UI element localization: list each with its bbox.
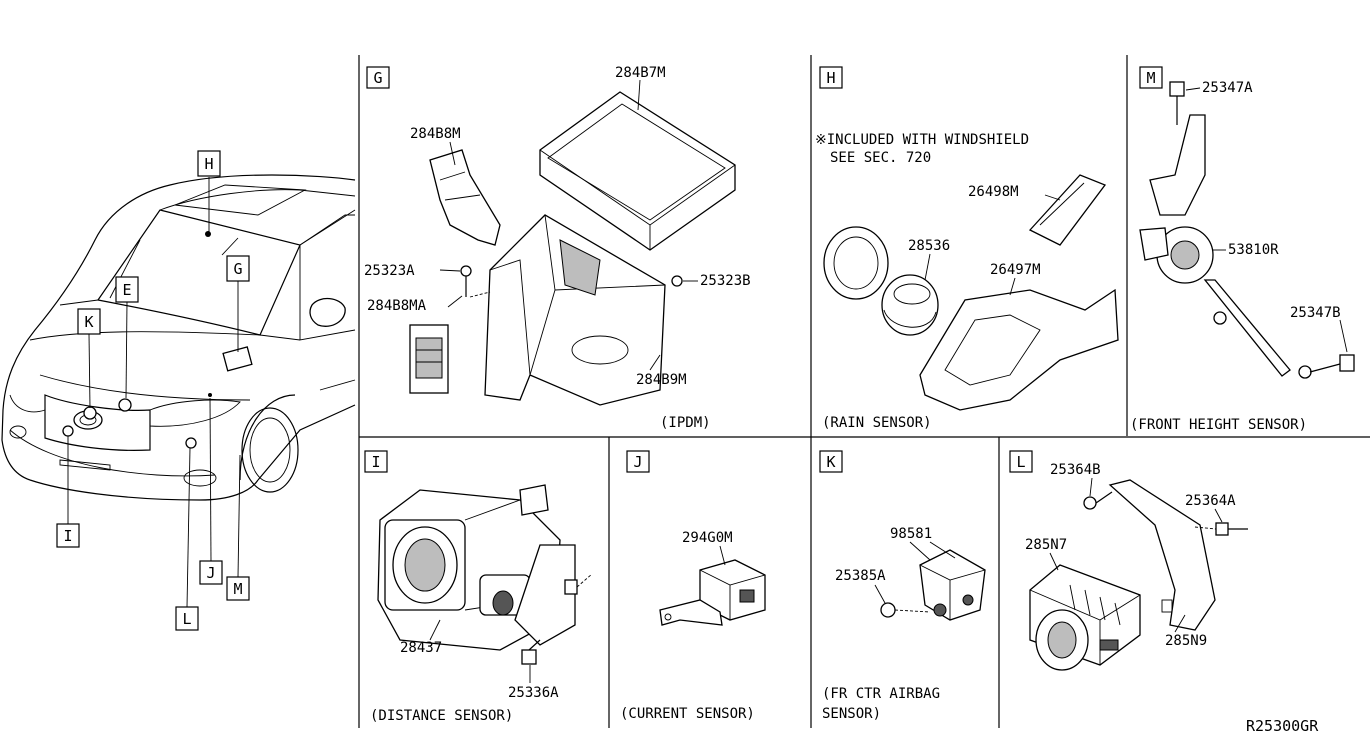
panel-j: J 294G0M (CURRENT SENSOR) xyxy=(620,450,766,722)
part-294g0m: 294G0M xyxy=(682,530,733,546)
callout-k-label: K xyxy=(84,313,93,331)
callout-m-label: M xyxy=(233,580,242,598)
diagram-code: R25300GR xyxy=(1246,717,1319,735)
part-285n7: 285N7 xyxy=(1025,537,1067,553)
panel-m-caption: (FRONT HEIGHT SENSOR) xyxy=(1130,417,1307,433)
panel-m-letter: M xyxy=(1146,69,1155,87)
part-284b9m: 284B9M xyxy=(636,372,687,388)
panel-i-letter: I xyxy=(371,453,380,471)
callout-leaders xyxy=(67,177,241,608)
panel-i-caption: (DISTANCE SENSOR) xyxy=(370,708,513,724)
panel-j-caption: (CURRENT SENSOR) xyxy=(620,706,755,722)
callout-h-label: H xyxy=(204,155,213,173)
callout-e: E xyxy=(115,276,139,303)
part-25347a: 25347A xyxy=(1202,80,1253,96)
panel-j-letter: J xyxy=(633,453,642,471)
callout-i: I xyxy=(56,523,80,548)
part-26498m: 26498M xyxy=(968,184,1019,200)
panel-g-caption: (IPDM) xyxy=(660,415,711,431)
part-284b8ma: 284B8MA xyxy=(367,298,427,314)
part-25323b: 25323B xyxy=(700,273,751,289)
callout-j-label: J xyxy=(206,564,215,582)
panel-h-letter: H xyxy=(826,69,835,87)
callout-g-label: G xyxy=(233,260,242,278)
callout-j: J xyxy=(199,560,223,585)
part-25336a: 25336A xyxy=(508,685,559,701)
part-285n9: 285N9 xyxy=(1165,633,1207,649)
panel-i: I 28437 25336A (DISTANCE SENSOR) xyxy=(364,450,593,724)
part-25347b: 25347B xyxy=(1290,305,1341,321)
callout-m: M xyxy=(226,576,250,601)
panel-m: M 25347A 53810R 25347B (FRONT HEIGHT SEN… xyxy=(1130,66,1355,433)
panel-h: H ※INCLUDED WITH WINDSHIELD SEE SEC. 720… xyxy=(815,66,1119,431)
part-26497m: 26497M xyxy=(990,262,1041,278)
callout-l: L xyxy=(175,606,199,631)
callout-l-label: L xyxy=(182,610,191,628)
panel-h-note-1: ※INCLUDED WITH WINDSHIELD xyxy=(815,132,1029,148)
panel-g-letter: G xyxy=(373,69,382,87)
part-28536: 28536 xyxy=(908,238,950,254)
panel-k-letter: K xyxy=(826,453,835,471)
part-284b8m: 284B8M xyxy=(410,126,461,142)
panel-g: G 284B7M 284B8M 25323A 284B8MA xyxy=(364,65,751,431)
panel-l: L 25364B 25364A 285N7 285N9 xyxy=(1009,450,1248,671)
panel-l-letter: L xyxy=(1016,453,1025,471)
part-284b7m: 284B7M xyxy=(615,65,666,81)
callout-k: K xyxy=(77,308,101,335)
panel-k-caption-2: SENSOR) xyxy=(822,706,881,722)
part-25323a: 25323A xyxy=(364,263,415,279)
callout-h: H xyxy=(197,150,221,177)
callout-i-label: I xyxy=(63,527,72,545)
panel-h-caption: (RAIN SENSOR) xyxy=(822,415,932,431)
part-25364a: 25364A xyxy=(1185,493,1236,509)
panel-k-caption-1: (FR CTR AIRBAG xyxy=(822,686,940,702)
panel-k: K 98581 25385A (FR CTR AIRBAG SENSOR) xyxy=(819,450,986,722)
callout-e-label: E xyxy=(122,281,131,299)
part-98581: 98581 xyxy=(890,526,932,542)
part-53810r: 53810R xyxy=(1228,242,1279,258)
part-25385a: 25385A xyxy=(835,568,886,584)
panel-h-note-2: SEE SEC. 720 xyxy=(830,150,931,166)
panel-grid xyxy=(358,55,1370,728)
part-28437: 28437 xyxy=(400,640,442,656)
vehicle-illustration xyxy=(1,174,356,501)
part-25364b: 25364B xyxy=(1050,462,1101,478)
callout-g: G xyxy=(226,255,250,282)
